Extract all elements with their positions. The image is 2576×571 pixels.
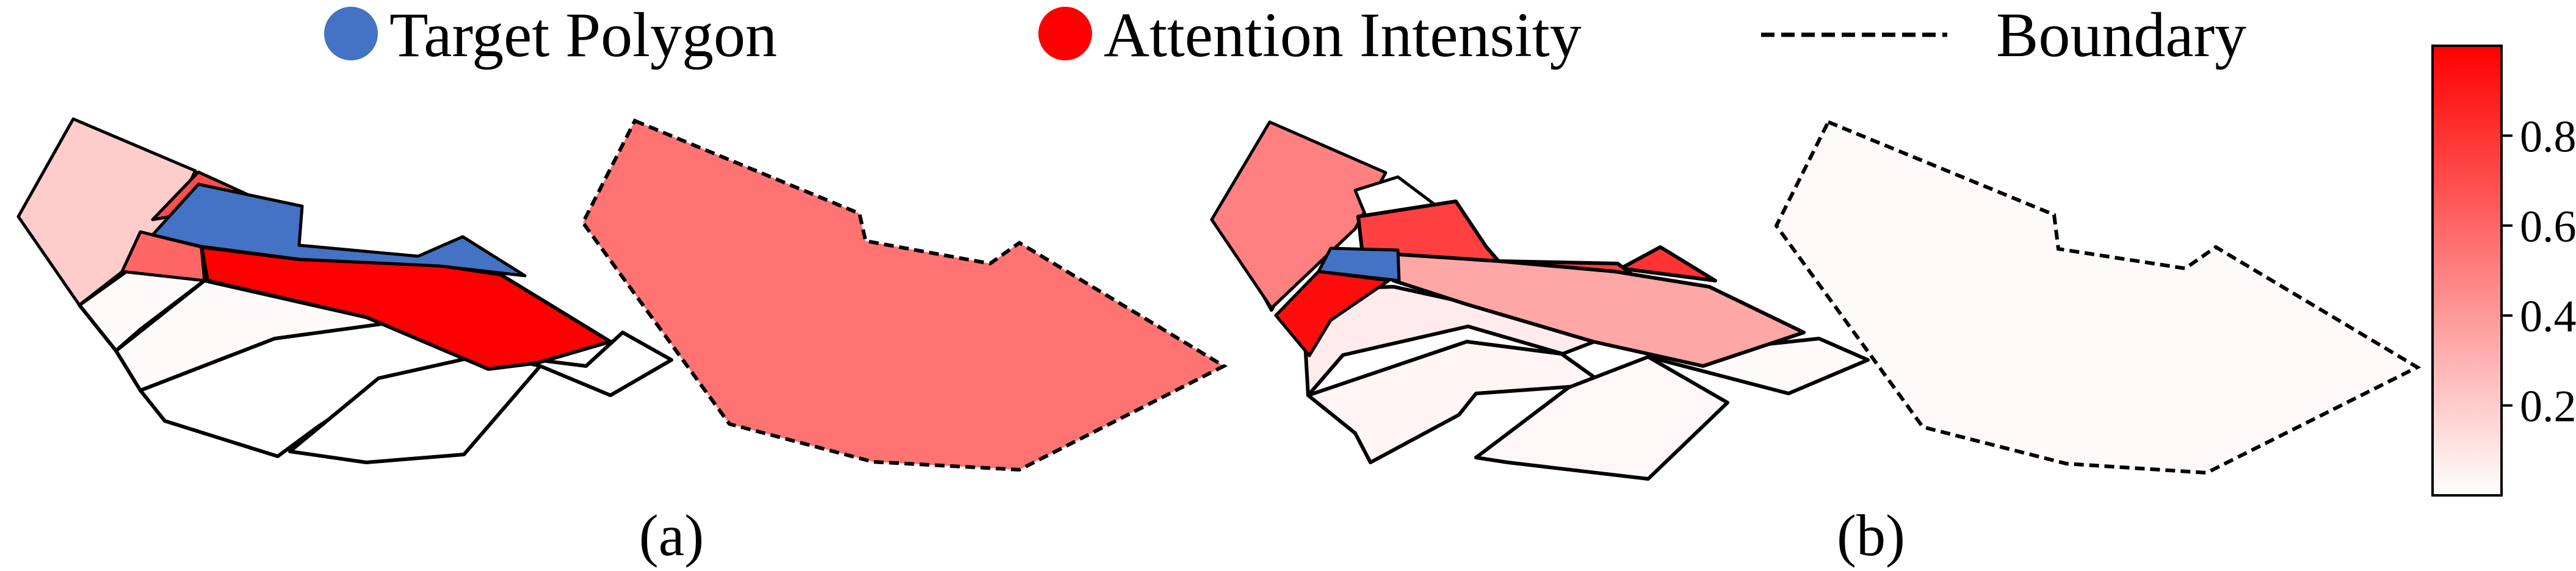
polygon bbox=[1619, 245, 1717, 282]
colorbar: 0.2 0.4 0.6 0.8 bbox=[2431, 45, 2576, 497]
target-polygon-marker bbox=[324, 7, 378, 60]
colorbar-tick-label: 0.8 bbox=[2520, 112, 2576, 162]
panel-a: (a) bbox=[16, 117, 1228, 568]
boundary-polygon bbox=[1774, 120, 2422, 475]
polygon bbox=[1474, 355, 1729, 481]
colorbar-tick-label: 0.2 bbox=[2520, 382, 2576, 432]
legend: Target Polygon Attention Intensity Bound… bbox=[324, 0, 2246, 70]
polygon bbox=[1392, 253, 1806, 368]
panel-b-map bbox=[1210, 120, 1870, 481]
attention-intensity-label: Attention Intensity bbox=[1104, 0, 1582, 70]
panel-a-label: (a) bbox=[639, 503, 704, 568]
target-polygon-label: Target Polygon bbox=[389, 0, 777, 70]
boundary-polygon bbox=[581, 118, 1228, 472]
panel-b: (b) bbox=[1210, 120, 2422, 568]
polygon bbox=[1306, 340, 1606, 464]
boundary-label: Boundary bbox=[1996, 0, 2246, 70]
target-polygon bbox=[1317, 246, 1401, 282]
polygon bbox=[487, 331, 673, 397]
target-polygon bbox=[151, 182, 527, 278]
colorbar-tick-label: 0.6 bbox=[2520, 202, 2576, 252]
colorbar-gradient bbox=[2431, 45, 2503, 497]
panel-a-map bbox=[16, 117, 673, 464]
attention-intensity-marker bbox=[1038, 7, 1092, 60]
polygon bbox=[1274, 270, 1391, 357]
panel-b-label: (b) bbox=[1837, 503, 1905, 568]
colorbar-tick-label: 0.4 bbox=[2520, 292, 2576, 342]
colorbar-ticks: 0.2 0.4 0.6 0.8 bbox=[2502, 112, 2576, 432]
